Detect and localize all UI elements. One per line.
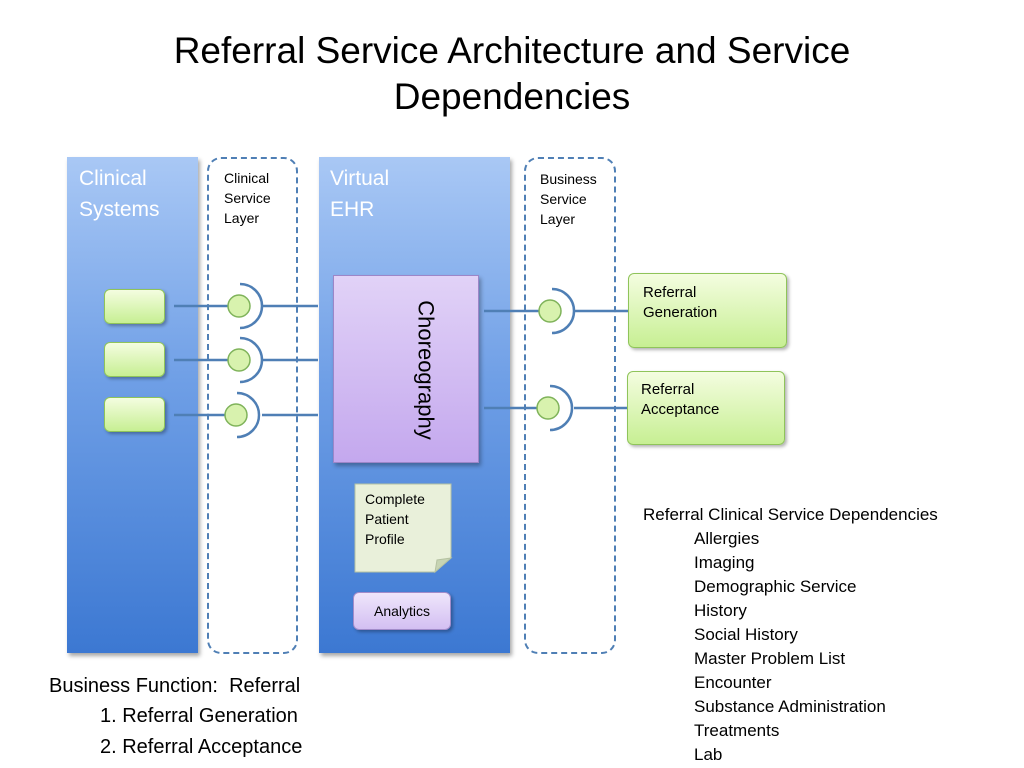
virtual-ehr-label-line1: Virtual [330, 167, 390, 190]
complete-patient-profile-label: Complete Patient Profile [365, 489, 425, 549]
clinical-system-box-1[interactable] [104, 289, 165, 324]
business-service-layer-line3: Layer [540, 211, 576, 227]
referral-acceptance-line1: Referral [641, 381, 695, 398]
cpp-line1: Complete [365, 491, 425, 507]
clinical-systems-label-line2: Systems [79, 198, 160, 221]
dependency-item: Social History [694, 625, 798, 644]
clinical-service-layer-line2: Service [224, 190, 271, 206]
referral-acceptance-label: Referral Acceptance [641, 380, 719, 420]
dependency-item: Imaging [694, 553, 755, 572]
dependency-item: Lab [694, 745, 723, 764]
clinical-service-layer-line3: Layer [224, 210, 260, 226]
analytics-box[interactable]: Analytics [353, 592, 451, 630]
dependency-item: Encounter [694, 673, 772, 692]
virtual-ehr-label: Virtual EHR [330, 163, 389, 225]
dependency-item: Substance Administration [694, 697, 886, 716]
dependency-item: Allergies [694, 529, 760, 548]
dependency-item: History [694, 601, 747, 620]
virtual-ehr-label-line2: EHR [330, 198, 375, 221]
dependency-item: Demographic Service [694, 577, 857, 596]
dependencies-list: Allergies Imaging Demographic Service Hi… [694, 527, 886, 767]
referral-generation-label: Referral Generation [643, 283, 717, 323]
cpp-line2: Patient [365, 511, 409, 527]
complete-patient-profile-note[interactable] [353, 482, 455, 576]
choreography-label-wrapper: Choreography [364, 300, 488, 439]
cpp-line3: Profile [365, 531, 405, 547]
clinical-system-box-3[interactable] [104, 397, 165, 432]
referral-generation-box[interactable] [628, 273, 787, 348]
choreography-box[interactable] [333, 275, 479, 463]
dependency-item: Treatments [694, 721, 780, 740]
clinical-service-layer-boundary [207, 157, 298, 654]
choreography-label: Choreography [414, 300, 439, 440]
dependencies-title: Referral Clinical Service Dependencies [643, 505, 938, 524]
business-service-layer-line1: Business [540, 171, 597, 187]
business-service-layer-line2: Service [540, 191, 587, 207]
page-title: Referral Service Architecture and Servic… [173, 30, 851, 117]
business-function-item-1: 1. Referral Generation [100, 705, 298, 727]
dependency-item: Master Problem List [694, 649, 846, 668]
clinical-system-box-2[interactable] [104, 342, 165, 377]
referral-generation-line1: Referral [643, 284, 697, 301]
clinical-service-layer-label: Clinical Service Layer [224, 168, 271, 228]
business-service-layer-boundary [524, 157, 616, 654]
business-function-heading: Business Function: Referral [49, 675, 301, 697]
referral-generation-line2: Generation [643, 304, 718, 321]
clinical-systems-label: Clinical Systems [79, 163, 160, 225]
referral-acceptance-box[interactable] [627, 371, 785, 445]
business-function-item-2: 2. Referral Acceptance [100, 736, 303, 758]
clinical-systems-label-line1: Clinical [79, 167, 147, 190]
referral-acceptance-line2: Acceptance [641, 401, 720, 418]
clinical-service-layer-line1: Clinical [224, 170, 270, 186]
business-service-layer-label: Business Service Layer [540, 169, 597, 229]
